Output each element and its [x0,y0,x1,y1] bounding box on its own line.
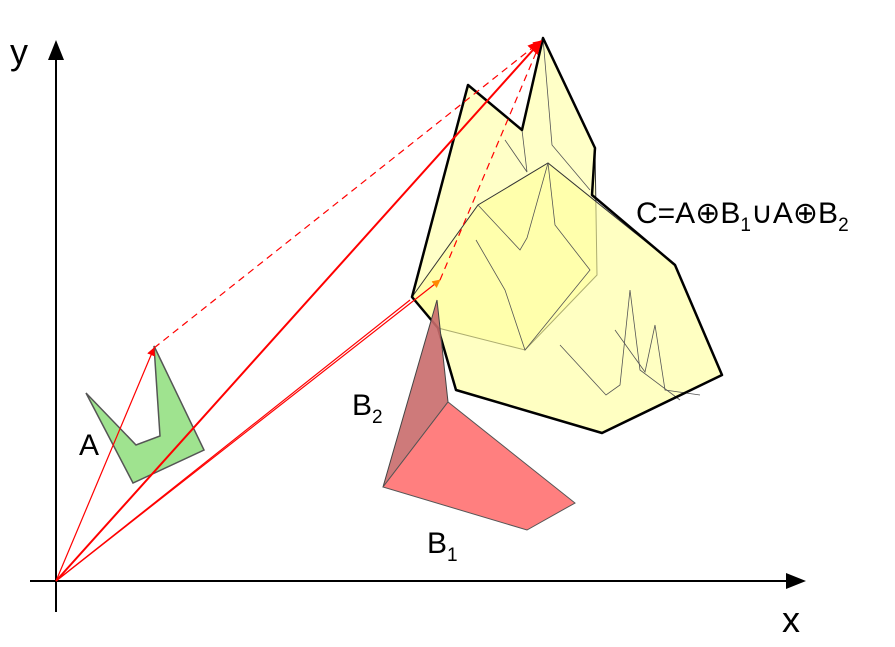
translated-a-copy-1 [475,162,591,351]
vector-origin-to-a [55,347,155,582]
vector-origin-to-c-top [55,39,542,582]
label-b1: B1 [427,527,458,566]
shape-b1 [382,401,576,531]
formula-b1: B [720,197,740,230]
label-b2-letter: B [352,389,372,422]
translated-a-copy-4 [614,324,701,396]
vectors [55,39,542,582]
vector-origin-to-b2 [55,279,441,582]
x-axis-arrowhead [786,573,806,589]
shape-a [85,345,206,484]
formula-oplus-2: ⊕ [793,197,818,230]
label-a: A [79,429,99,462]
formula-c-eq-a: C=A [636,197,695,230]
formula-b2: B [818,197,838,230]
y-axis-label: y [10,31,28,72]
label-b1-letter: B [427,527,447,560]
x-axis-label: x [782,599,800,640]
label-b2-subscript: 2 [372,407,383,428]
dashed-vector-b2-to-c-top [439,40,542,281]
formula-sub-1: 1 [740,215,751,236]
label-b1-subscript: 1 [447,545,458,566]
y-axis-arrowhead [48,40,64,60]
dashed-vector-a-to-c-top [153,40,542,349]
formula-cup-a: ∪A [751,197,793,230]
label-b2: B2 [352,389,383,428]
formula-sub-2: 2 [838,215,849,236]
axes: x y [10,31,806,640]
shape-c [410,36,724,435]
formula-oplus-1: ⊕ [695,197,720,230]
formula-label: C=A⊕B1∪A⊕B2 [636,197,849,236]
translated-a-copy-3 [559,289,681,401]
c-outline [410,36,724,435]
